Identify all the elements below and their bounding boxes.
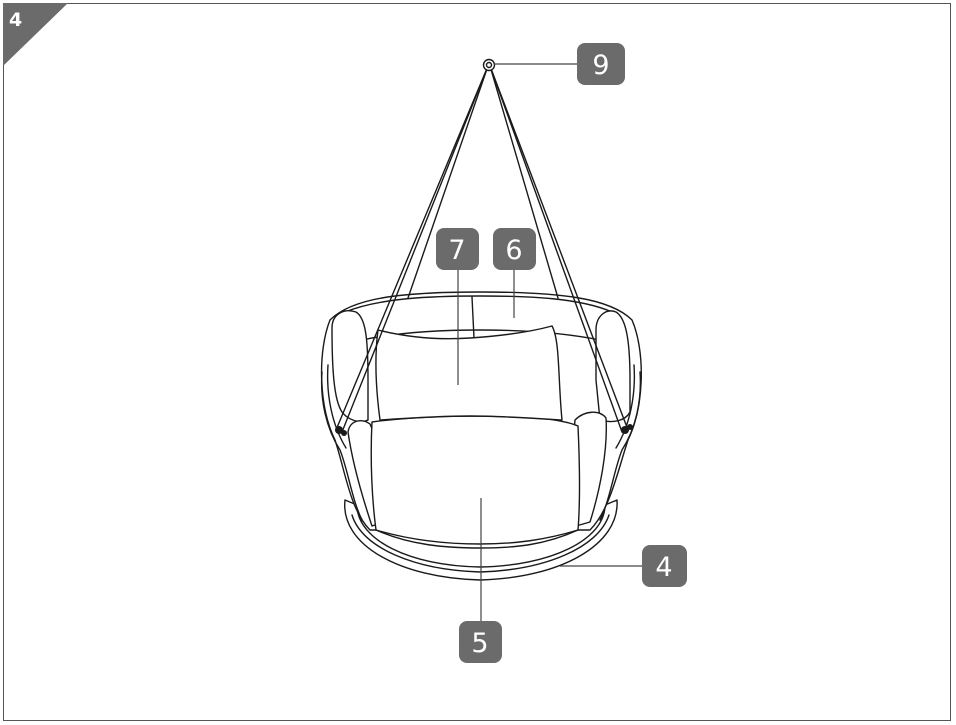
callout-9-badge — [577, 43, 625, 85]
shell-rim-right — [599, 371, 642, 521]
callout-6: 6 — [493, 228, 536, 318]
right-buckle — [621, 424, 633, 434]
left-buckle — [335, 426, 347, 436]
callout-4-label: 4 — [655, 552, 672, 583]
hanging-chair — [320, 58, 642, 581]
shell-rim-left — [320, 371, 363, 521]
hanging-ring — [482, 58, 496, 72]
hanging-straps — [335, 65, 629, 433]
callout-7-label: 7 — [448, 235, 465, 266]
callout-4: 4 — [560, 545, 687, 587]
callout-9: 9 — [494, 43, 625, 85]
seat-cushion — [370, 415, 581, 549]
callout-9-label: 9 — [592, 50, 609, 81]
seat-cushion-front — [375, 529, 579, 545]
callout-7: 7 — [436, 228, 479, 385]
callout-6-label: 6 — [505, 235, 522, 266]
hanging-ring-inner — [485, 61, 493, 69]
callout-5-label: 5 — [471, 628, 488, 659]
lumbar-pillow — [375, 325, 563, 421]
step-corner-triangle — [3, 3, 68, 66]
left-armrest — [331, 310, 369, 423]
step-number: 4 — [9, 9, 22, 31]
strap-left-inner — [341, 65, 489, 433]
strap-left-back — [407, 65, 489, 299]
strap-right-back — [489, 65, 559, 299]
callout-5: 5 — [459, 498, 502, 663]
shell-rim-left-2 — [326, 364, 347, 449]
back-cushion-seam — [471, 296, 475, 339]
callout-5-badge — [459, 621, 502, 663]
callout-4-badge — [642, 545, 687, 587]
base-ring-outer — [344, 499, 618, 581]
strap-right-outer — [489, 65, 629, 431]
shell-rim-right-2 — [615, 364, 636, 449]
callout-6-badge — [493, 228, 536, 270]
right-armrest — [595, 310, 631, 423]
callout-7-badge — [436, 228, 479, 270]
base-ring-inner — [351, 514, 610, 573]
strap-left-outer — [335, 65, 489, 431]
step-corner-badge: 4 — [3, 3, 68, 66]
strap-right-inner — [489, 65, 623, 433]
